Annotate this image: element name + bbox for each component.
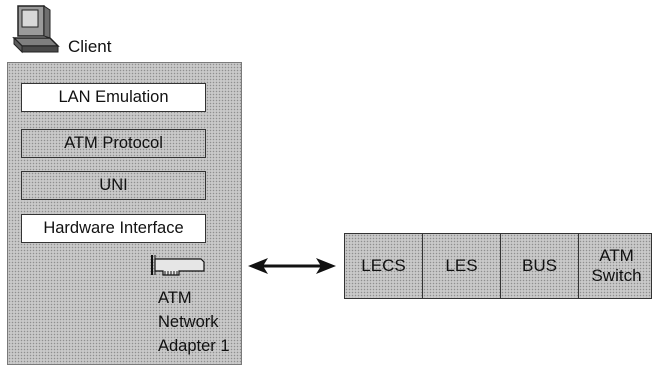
- adapter-label-line: ATM: [158, 289, 192, 307]
- layer-hardware-interface: Hardware Interface: [21, 214, 206, 243]
- client-label: Client: [68, 37, 112, 56]
- component-lecs: LECS: [345, 234, 423, 298]
- atm-switch-label-line: Switch: [591, 266, 642, 285]
- component-bus: BUS: [501, 234, 579, 298]
- component-atm-switch: ATM Switch: [579, 234, 650, 298]
- component-les: LES: [423, 234, 501, 298]
- layer-uni: UNI: [21, 171, 206, 200]
- layer-lan-emulation: LAN Emulation: [21, 83, 206, 112]
- network-adapter-icon: [151, 255, 205, 276]
- adapter-label-line: Network: [158, 313, 219, 331]
- atm-switch-label-line: ATM: [599, 246, 634, 265]
- atm-server-components: LECS LES BUS ATM Switch: [344, 233, 652, 299]
- double-arrow-icon: [248, 258, 336, 274]
- layer-atm-protocol: ATM Protocol: [21, 129, 206, 158]
- computer-icon: [12, 5, 60, 54]
- client-stack-panel: LAN Emulation ATM Protocol UNI Hardware …: [7, 62, 242, 365]
- adapter-label-line: Adapter 1: [158, 337, 230, 355]
